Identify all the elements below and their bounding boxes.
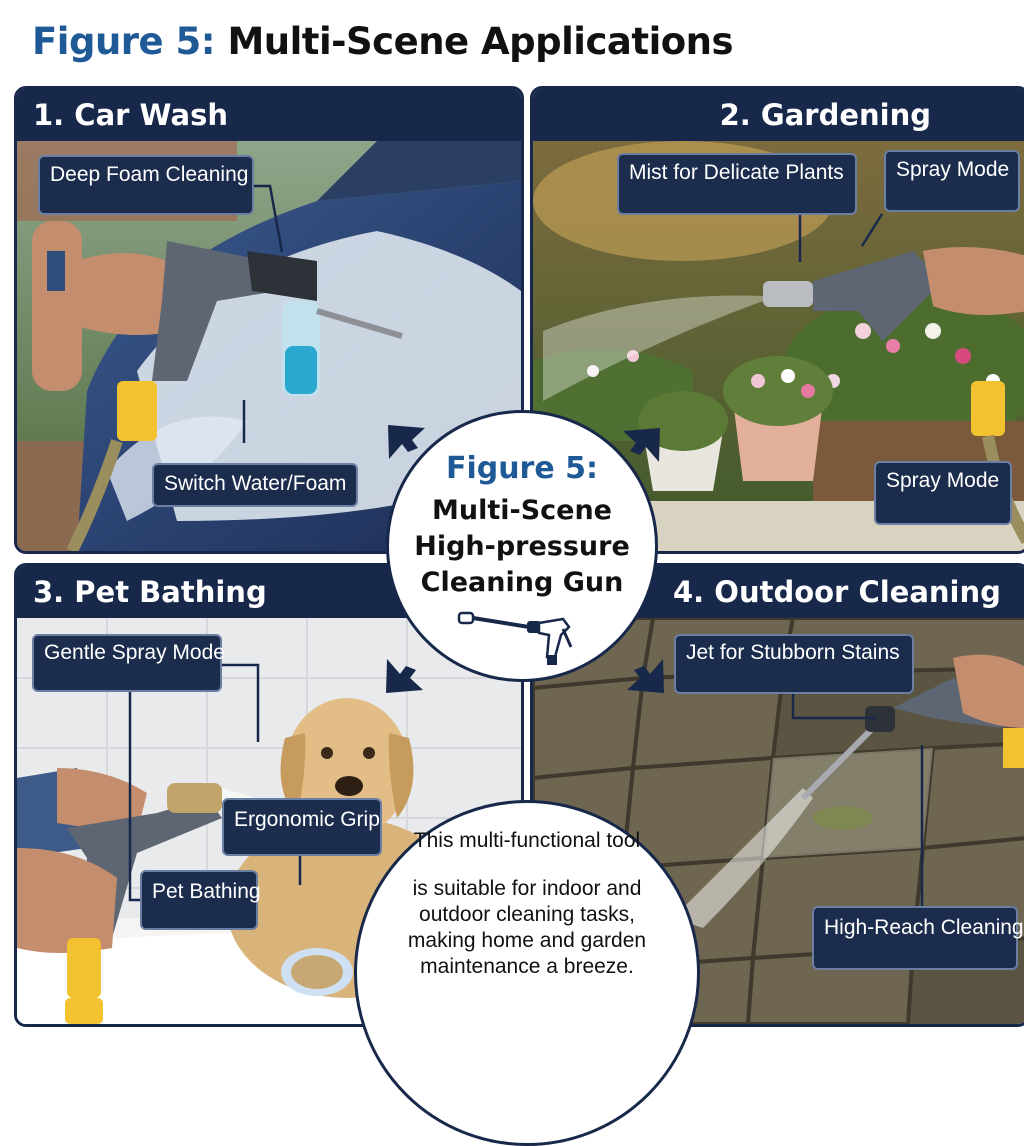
figure-title: Figure 5: Multi-Scene Applications <box>32 20 734 63</box>
description-line: maintenance a breeze. <box>420 955 634 978</box>
panel-header: 1. Car Wash <box>17 89 521 141</box>
callout-ergonomic-grip: Ergonomic Grip <box>222 798 382 856</box>
center-badge: Figure 5: Multi-Scene High-pressure Clea… <box>386 410 658 682</box>
callout-spray-mode-bottom: Spray Mode <box>874 461 1012 525</box>
description-line: This multi-functional tool <box>413 829 641 852</box>
center-line-cleaning-gun: Cleaning Gun <box>420 567 624 598</box>
center-line-high-pressure: High-pressure <box>414 531 630 562</box>
figure-title-prefix: Figure 5: <box>32 20 216 63</box>
callout-switch-water-foam: Switch Water/Foam <box>152 463 358 507</box>
callout-spray-mode-top: Spray Mode <box>884 150 1020 212</box>
panel-header: 2. Gardening <box>533 89 1024 141</box>
callout-mist-delicate-plants: Mist for Delicate Plants <box>617 153 857 215</box>
description-line: outdoor cleaning tasks, <box>419 903 635 926</box>
center-figure-label: Figure 5: <box>445 451 599 486</box>
center-line-multi-scene: Multi-Scene <box>431 495 612 526</box>
description-text: This multi-functional tool is suitable f… <box>380 828 674 980</box>
figure-title-main: Multi-Scene Applications <box>227 20 734 63</box>
spray-gun-icon <box>457 611 573 665</box>
callout-jet-stubborn-stains: Jet for Stubborn Stains <box>674 634 914 694</box>
description-line: is suitable for indoor and <box>412 877 642 900</box>
description-line: making home and garden <box>407 929 647 952</box>
callout-pet-bathing: Pet Bathing <box>140 870 261 930</box>
callout-gentle-spray-mode: Gentle Spray Mode <box>32 634 225 692</box>
center-product-name: Multi-Scene High-pressure Cleaning Gun <box>389 493 655 601</box>
callout-deep-foam-cleaning: Deep Foam Cleaning <box>38 155 254 215</box>
callout-high-reach-cleaning: High-Reach Cleaning <box>812 906 1024 970</box>
